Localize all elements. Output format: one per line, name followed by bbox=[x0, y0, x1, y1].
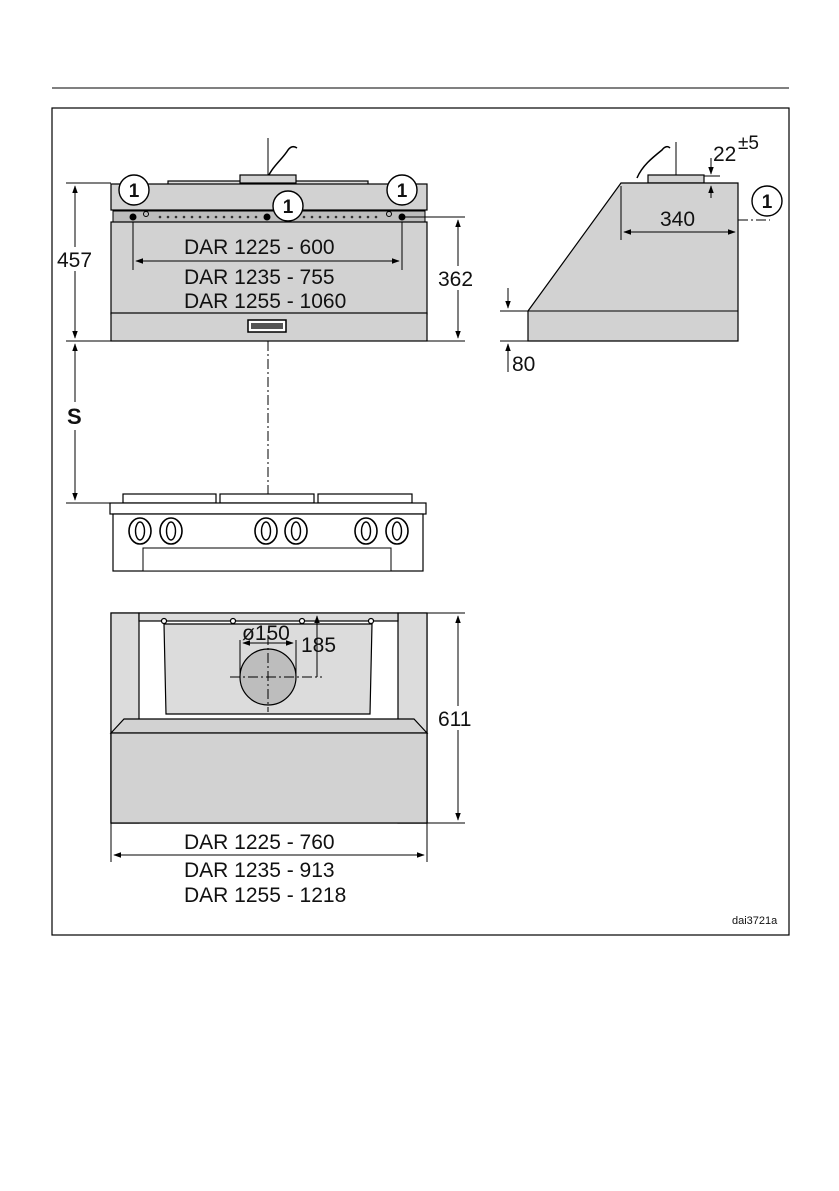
offset-22: 22 bbox=[713, 143, 736, 166]
top-width-line-3: DAR 1255 - 1218 bbox=[184, 884, 346, 907]
hood-lower-body bbox=[110, 221, 428, 315]
height-362: 362 bbox=[438, 268, 473, 291]
rail-hole bbox=[310, 215, 314, 219]
hood-upper-body bbox=[110, 183, 428, 211]
offset-tolerance: ±5 bbox=[738, 133, 759, 154]
callout-1-center: 1 bbox=[272, 190, 304, 222]
rail-hole bbox=[158, 215, 162, 219]
height-457: 457 bbox=[57, 249, 92, 272]
rail-hole bbox=[246, 215, 250, 219]
height-80: 80 bbox=[512, 353, 535, 376]
callout-1-right: 1 bbox=[386, 174, 418, 206]
figure-code: dai3721a bbox=[732, 915, 778, 927]
clearance-s: S bbox=[67, 404, 82, 429]
figure-frame bbox=[51, 107, 790, 936]
power-cable bbox=[265, 145, 298, 183]
knob-grip bbox=[391, 521, 403, 541]
hood-top-view: ø150 185 611 DAR 1225 - 760 DAR 1235 - 9… bbox=[109, 612, 479, 907]
side-power-cable bbox=[636, 145, 671, 179]
rail-hole bbox=[182, 215, 186, 219]
rail-hole bbox=[302, 215, 306, 219]
knob-grip bbox=[165, 521, 177, 541]
rail-hole bbox=[190, 215, 194, 219]
rail-hole bbox=[238, 215, 242, 219]
rail-hole bbox=[230, 215, 234, 219]
rail-hole bbox=[206, 215, 210, 219]
knob-grip bbox=[260, 521, 272, 541]
rail-hole bbox=[366, 215, 370, 219]
hood-outlet bbox=[239, 174, 297, 184]
rail-hole bbox=[326, 215, 330, 219]
rail-hole bbox=[358, 215, 362, 219]
top-holes bbox=[160, 617, 375, 625]
rail-holes bbox=[158, 215, 378, 219]
svg-text:1: 1 bbox=[397, 181, 408, 202]
knob-grip bbox=[360, 521, 372, 541]
depth-611: 611 bbox=[438, 708, 471, 731]
knob-grip bbox=[134, 521, 146, 541]
rail-hole bbox=[254, 215, 258, 219]
svg-text:1: 1 bbox=[762, 192, 773, 213]
rail-hole bbox=[222, 215, 226, 219]
front-width-line-3: DAR 1255 - 1060 bbox=[184, 290, 346, 313]
hood-side-view: 22 ±5 340 1 80 bbox=[500, 133, 783, 376]
front-width-line-2: DAR 1235 - 755 bbox=[184, 266, 335, 289]
rail-hole bbox=[214, 215, 218, 219]
rail-hole bbox=[174, 215, 178, 219]
knob-row bbox=[128, 517, 409, 545]
knob-grip bbox=[290, 521, 302, 541]
rail-hole bbox=[374, 215, 378, 219]
mounting-point-center bbox=[263, 213, 271, 221]
top-width-line-1: DAR 1225 - 760 bbox=[184, 831, 335, 854]
duct-diameter: ø150 bbox=[242, 622, 290, 645]
range-cooktop bbox=[109, 493, 427, 572]
callout-1-side: 1 bbox=[751, 185, 783, 217]
rail-hole bbox=[342, 215, 346, 219]
side-profile bbox=[527, 182, 739, 342]
rail-hole bbox=[198, 215, 202, 219]
mounting-point-left bbox=[129, 213, 137, 221]
svg-text:1: 1 bbox=[129, 181, 140, 202]
front-width-line-1: DAR 1225 - 600 bbox=[184, 236, 335, 259]
rail-hole bbox=[318, 215, 322, 219]
duct-offset-185: 185 bbox=[301, 634, 336, 657]
svg-text:1: 1 bbox=[283, 197, 294, 218]
rail-hole bbox=[350, 215, 354, 219]
top-width-line-2: DAR 1235 - 913 bbox=[184, 859, 335, 882]
rail-hole bbox=[166, 215, 170, 219]
hood-front-view: DAR 1225 - 600 DAR 1235 - 755 DAR 1255 -… bbox=[57, 138, 479, 504]
depth-340: 340 bbox=[660, 208, 695, 231]
callout-1-left: 1 bbox=[118, 174, 150, 206]
rail-hole bbox=[334, 215, 338, 219]
